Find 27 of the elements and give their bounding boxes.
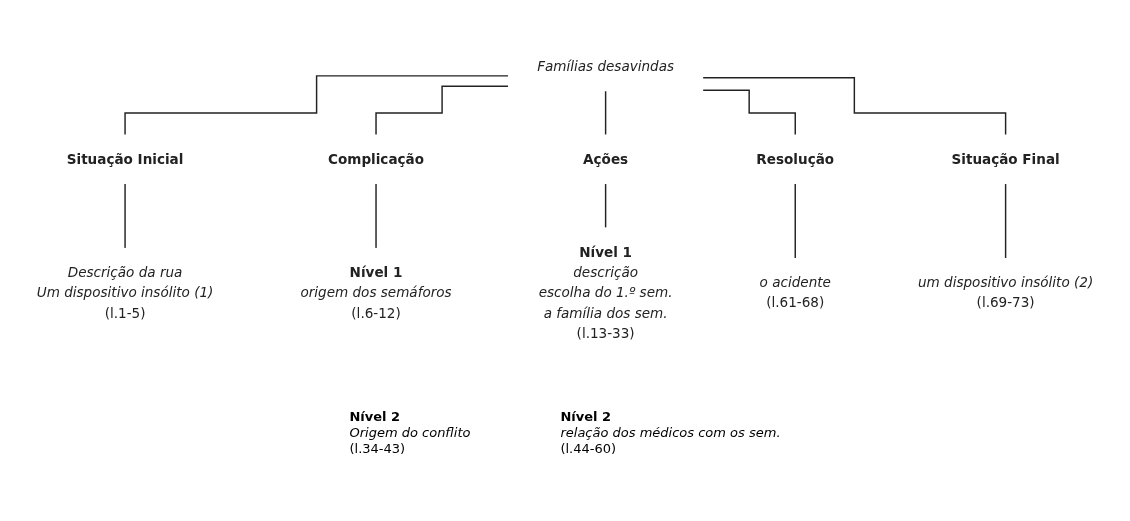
node-text: Resolução bbox=[756, 151, 835, 167]
node-text: Nível 1 origem dos semáforos (l.6-12) bbox=[300, 264, 452, 321]
level-description: relação dos médicos com os sem. bbox=[560, 425, 781, 440]
connector bbox=[124, 183, 126, 249]
level-description: Origem do conflito bbox=[349, 425, 471, 440]
node-text: Situação Final bbox=[951, 151, 1060, 167]
node-text: um dispositivo insólito (2) (l.69-73) bbox=[917, 274, 1094, 311]
connector bbox=[604, 90, 607, 136]
connector bbox=[375, 183, 377, 249]
connector bbox=[794, 183, 796, 259]
level-heading: Nível 2 bbox=[349, 409, 402, 424]
node-text: Famílias desavindas bbox=[537, 58, 675, 74]
connector bbox=[1004, 183, 1007, 259]
line-reference: (l.34-43) bbox=[349, 441, 407, 456]
connector bbox=[702, 89, 796, 136]
connector bbox=[604, 183, 607, 229]
level-heading: Nível 2 bbox=[560, 409, 613, 424]
node-text: Nível 1 descrição escolha do 1.º sem. a família dos sem. (l.13-33) bbox=[538, 244, 673, 341]
line-reference: (l.44-60) bbox=[560, 441, 618, 456]
node-text: Situação Inicial bbox=[66, 151, 184, 167]
connector bbox=[702, 77, 1007, 136]
node-text: Ações bbox=[583, 151, 629, 167]
node-text: o acidente (l.61-68) bbox=[759, 274, 831, 311]
connector bbox=[375, 85, 509, 136]
connector bbox=[124, 75, 509, 136]
node-text: Descrição da rua Um dispositivo insólito (1) (l.1-5) bbox=[36, 264, 214, 321]
node-text: Complicação bbox=[328, 151, 425, 167]
